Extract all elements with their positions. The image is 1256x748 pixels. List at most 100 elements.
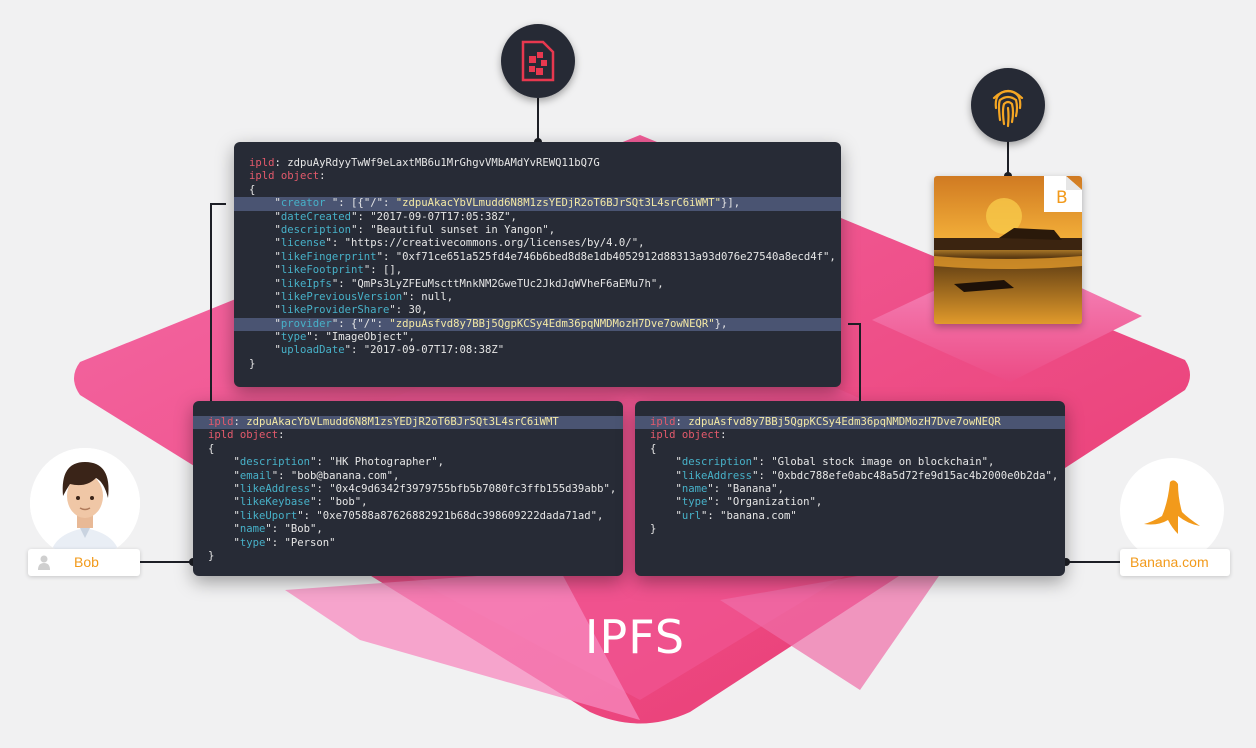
banana-avatar [1120, 458, 1224, 562]
code-line: "provider": {"/": "zdpuAsfvd8y7BBj5QgpKC… [234, 317, 841, 332]
code-token: likeAddress [239, 482, 311, 495]
code-token: zdpuAsfvd8y7BBj5QgpKCSy4Edm36pqNMDMozH7D… [688, 416, 1001, 428]
code-token: " [249, 264, 281, 277]
bob-avatar [30, 448, 140, 558]
code-line: "likeFootprint": [], [234, 264, 841, 277]
code-token: creator [280, 197, 326, 210]
code-line: "likeIpfs": "QmPs3LyZFEuMscttMnkNM2GweTU… [234, 278, 841, 291]
banana-ipld-panel: ipld: zdpuAsfvd8y7BBj5QgpKCSy4Edm36pqNMD… [635, 401, 1065, 576]
code-token: ": "HK Photographer", [310, 456, 444, 469]
code-token: " [208, 482, 240, 495]
code-token: likeUport [239, 509, 298, 522]
code-token: type [681, 496, 708, 509]
code-token: ipld object [650, 429, 721, 442]
code-token: " [208, 469, 240, 482]
image-file-icon [501, 24, 575, 98]
code-line: "email": "bob@banana.com", [193, 470, 623, 483]
code-token: ": "0xbdc788efe0abc48a5d72fe9d15ac4b2000… [752, 469, 1059, 482]
photo-badge-label: B [1056, 188, 1068, 208]
code-token: description [239, 456, 311, 469]
code-line: "description": "HK Photographer", [193, 456, 623, 469]
code-token: likeAddress [681, 469, 753, 482]
code-token: " [249, 317, 281, 330]
code-token: name [239, 523, 266, 536]
code-line: "likeUport": "0xe70588a87626882921b68dc3… [193, 510, 623, 523]
code-token: ": 30, [389, 304, 428, 317]
code-token: type [280, 331, 307, 344]
code-token: " [249, 223, 281, 236]
code-line: ipld: zdpuAsfvd8y7BBj5QgpKCSy4Edm36pqNMD… [635, 416, 1065, 430]
code-token: " [650, 496, 682, 509]
code-token: dateCreated [280, 210, 352, 223]
code-line: "likeProviderShare": 30, [234, 304, 841, 317]
code-token: "zdpuAkacYbVLmudd6N8M1zsYEDjR2oT6BJrSQt3… [395, 197, 721, 210]
code-token: " [249, 304, 281, 317]
code-token: } [249, 357, 256, 370]
code-line: "creator ": [{"/": "zdpuAkacYbVLmudd6N8M… [234, 197, 841, 211]
code-line: ipld object: [234, 170, 841, 183]
code-token: name [681, 482, 708, 495]
code-token: likeFingerprint [280, 250, 377, 263]
code-token: ": "bob", [310, 496, 368, 509]
code-token: type [239, 536, 266, 549]
code-token: ipld object [208, 429, 279, 442]
code-token: ipld [208, 416, 234, 428]
code-token: likeIpfs [280, 277, 332, 290]
banana-label-text: Banana.com [1130, 554, 1209, 570]
code-token: ": "0x4c9d6342f3979755bfb5b7080fc3ffb155… [310, 482, 617, 495]
code-token: " [208, 536, 240, 549]
code-token: ": null, [402, 290, 454, 303]
code-token: { [249, 183, 256, 196]
code-token: ipld [650, 416, 676, 428]
code-token: ": "0xf71ce651a525fd4e746b6bed8d8e1db405… [376, 250, 836, 263]
pink-layer-low-right [720, 560, 950, 690]
code-token: " [249, 250, 281, 263]
code-token: " [249, 331, 281, 344]
person-icon [38, 555, 50, 573]
bitcoin-b-icon: B [1044, 176, 1082, 212]
code-token: description [280, 223, 352, 236]
code-token: " [650, 456, 682, 469]
bob-label: Bob [28, 549, 140, 576]
fingerprint-icon [971, 68, 1045, 142]
code-token: ": "0xe70588a87626882921b68dc398609222da… [297, 509, 604, 522]
code-token: ": "Organization", [707, 496, 823, 509]
code-line: } [193, 550, 623, 563]
main-ipld-panel: ipld: zdpuAyRdyyTwWf9eLaxtMB6u1MrGhgvVMb… [234, 142, 841, 387]
code-token: " [249, 290, 281, 303]
code-token: " [249, 344, 281, 357]
code-line: ipld object: [635, 429, 1065, 442]
code-token: ": "Banana", [707, 482, 784, 495]
code-token: } [208, 549, 215, 562]
code-line: "likeFingerprint": "0xf71ce651a525fd4e74… [234, 251, 841, 264]
sunset-photo: B [934, 176, 1082, 324]
code-token: ": "2017-09-07T17:05:38Z", [351, 210, 517, 223]
code-token: ": "Global stock image on blockchain", [752, 456, 995, 469]
connector-creator [210, 203, 226, 401]
code-line: } [234, 358, 841, 371]
code-token: likePreviousVersion [280, 290, 403, 303]
code-token: : [233, 416, 247, 428]
code-token: ": [], [363, 264, 403, 277]
code-token: " [650, 469, 682, 482]
code-line: "license": "https://creativecommons.org/… [234, 237, 841, 250]
code-line: "description": "Beautiful sunset in Yang… [234, 224, 841, 237]
code-token: email [239, 469, 272, 482]
code-token: " [208, 456, 240, 469]
code-token: uploadDate [280, 344, 345, 357]
code-token: license [280, 237, 326, 250]
code-token: url [681, 509, 702, 522]
code-token: : [675, 416, 689, 428]
code-token: " [249, 210, 281, 223]
code-token: ": "QmPs3LyZFEuMscttMnkNM2GweTUc2JkdJqWV… [331, 277, 664, 290]
code-token: provider [280, 317, 332, 330]
code-token: ": "Person" [265, 536, 336, 549]
code-line: { [193, 443, 623, 456]
code-line: "name": "Bob", [193, 523, 623, 536]
bob-ipld-panel: ipld: zdpuAkacYbVLmudd6N8M1zsYEDjR2oT6BJ… [193, 401, 623, 576]
code-token: ": "banana.com" [701, 509, 797, 522]
code-line: ipld: zdpuAyRdyyTwWf9eLaxtMB6u1MrGhgvVMb… [234, 157, 841, 170]
code-line: "dateCreated": "2017-09-07T17:05:38Z", [234, 211, 841, 224]
code-token: " [650, 509, 682, 522]
